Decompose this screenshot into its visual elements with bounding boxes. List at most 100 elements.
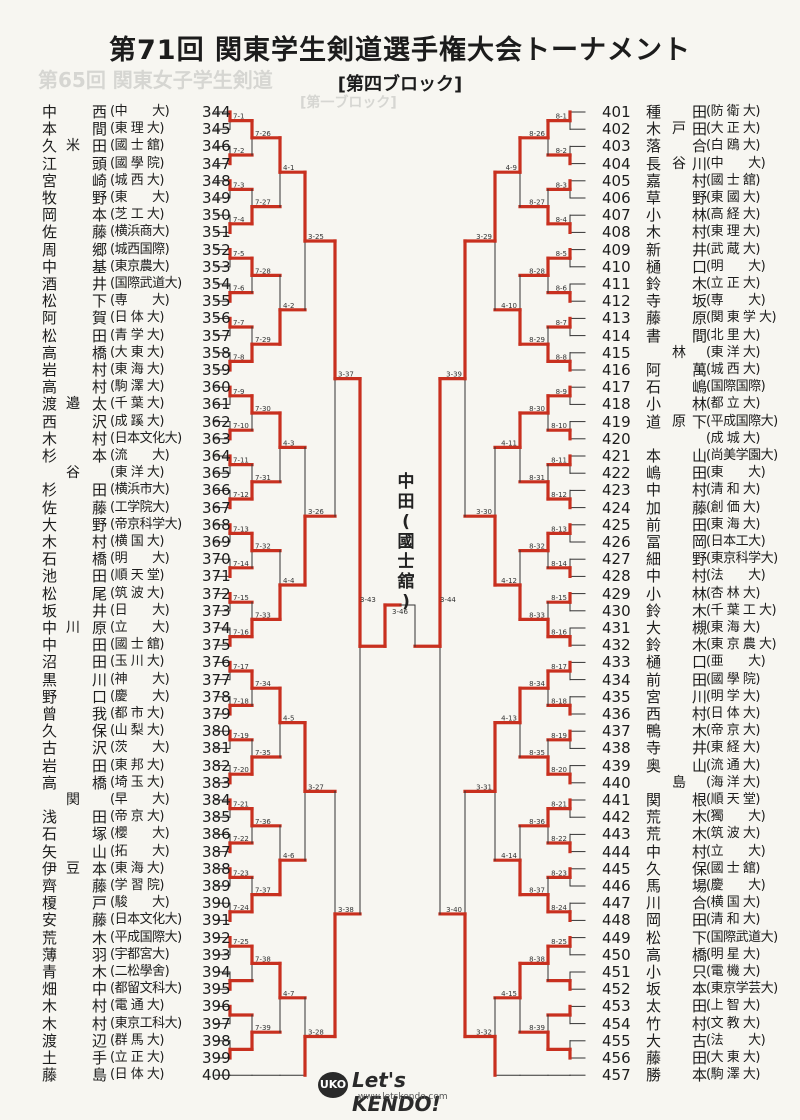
player-given: 基: [92, 257, 108, 276]
player-university: (東 経 大): [706, 740, 760, 756]
player-university: (清 和 大): [706, 482, 760, 498]
logo-badge: UKO: [318, 1072, 348, 1098]
player-given: 村: [692, 1014, 708, 1033]
player-number: 429: [602, 584, 631, 603]
player-surname: 佐: [42, 498, 58, 517]
left-player-row: 高橋(埼 玉 大)383: [42, 773, 272, 793]
match-label: 8-35: [529, 749, 545, 757]
player-surname: 冨: [646, 533, 662, 551]
player-university: (創 価 大): [706, 499, 760, 515]
player-surname: 鈴: [646, 601, 662, 620]
player-university: (早 大): [110, 792, 170, 807]
player-surname: 藤: [646, 1049, 662, 1067]
player-given: 林: [692, 584, 708, 603]
match-label: 8-12: [551, 491, 567, 499]
player-university: (國 士 舘): [706, 860, 760, 876]
player-university: (亜 大): [706, 654, 766, 670]
player-given: 合: [692, 894, 708, 913]
match-label: 8-20: [551, 766, 567, 774]
player-surname: 加: [646, 498, 662, 517]
player-university: (獨 大): [706, 809, 766, 825]
match-label: 7-33: [255, 611, 271, 619]
player-university: (城 西 大): [706, 362, 760, 377]
player-surname: 黒: [42, 670, 58, 689]
player-number: 455: [602, 1031, 631, 1050]
player-number: 408: [602, 223, 631, 242]
player-surname: 木: [42, 533, 58, 551]
match-label: 4-12: [501, 577, 517, 585]
player-number: 373: [202, 601, 231, 620]
player-number: 383: [202, 773, 231, 792]
player-name-mid: 川: [66, 620, 80, 636]
player-university: (茨 大): [110, 740, 170, 756]
player-given: 川: [692, 154, 708, 173]
player-university: (高 経 大): [706, 207, 760, 223]
player-given: 野: [692, 189, 708, 207]
player-given: 田: [92, 137, 108, 156]
match-label: 7-12: [233, 491, 249, 499]
player-number: 359: [202, 361, 231, 379]
player-given: 橋: [92, 773, 108, 792]
player-given: 林: [692, 206, 708, 225]
match-label: 3-46: [392, 608, 408, 616]
match-label: 7-7: [233, 319, 244, 327]
player-given: 間: [692, 326, 708, 345]
player-given: 我: [92, 705, 108, 723]
player-university: (中 大): [706, 155, 766, 171]
player-given: 萬: [692, 361, 708, 379]
left-player-row: 関(早 大)384: [42, 790, 272, 810]
left-player-row: 薄羽(宇都宮大)393: [42, 945, 272, 965]
player-given: 田: [692, 1049, 708, 1067]
player-surname: 木: [646, 120, 662, 139]
player-number: 384: [202, 791, 231, 809]
player-number: 404: [602, 154, 631, 173]
match-label: 7-11: [233, 457, 249, 465]
player-given: 田: [692, 670, 708, 689]
match-label: 8-33: [529, 611, 545, 619]
left-player-row: 榎戸(駿 大)390: [42, 893, 272, 913]
player-number: 355: [202, 292, 231, 311]
player-surname: 書: [646, 326, 662, 345]
player-number: 352: [202, 240, 231, 259]
player-university: (城 西 大): [110, 172, 164, 188]
champion-char: 中: [397, 472, 415, 492]
player-surname: 太: [646, 997, 662, 1016]
player-number: 374: [202, 619, 231, 637]
player-university: (横浜商大): [110, 224, 170, 240]
player-number: 361: [202, 395, 231, 414]
player-university: (東 洋 大): [706, 344, 760, 360]
player-number: 370: [202, 550, 231, 569]
player-university: (立 正 大): [706, 276, 760, 291]
match-label: 7-18: [233, 697, 249, 705]
match-label: 4-5: [283, 715, 294, 723]
match-label: 3-26: [308, 508, 324, 516]
player-university: (国際国際): [706, 379, 766, 395]
player-surname: 岩: [42, 361, 58, 379]
left-player-row: 本間(東 理 大)345: [42, 119, 272, 139]
player-university: (白 鴎 大): [706, 138, 760, 154]
match-label: 7-13: [233, 525, 249, 533]
match-label: 8-14: [551, 560, 567, 568]
player-number: 444: [602, 842, 631, 861]
left-player-row: 久米田(國 士 舘)346: [42, 136, 272, 156]
player-university: (海 洋 大): [706, 774, 760, 790]
player-university: (文 教 大): [706, 1015, 760, 1031]
player-given: 下: [692, 928, 708, 947]
player-university: (筑 波 大): [706, 826, 760, 842]
player-number: 390: [202, 894, 231, 913]
match-label: 8-38: [529, 955, 545, 963]
player-surname: 岡: [646, 911, 662, 930]
left-player-row: 渡邉太(千 葉 大)361: [42, 394, 272, 414]
match-label: 8-23: [551, 869, 567, 877]
player-given: 保: [92, 722, 108, 741]
match-label: 7-23: [233, 869, 249, 877]
player-number: 372: [202, 584, 231, 603]
player-name-mid: 邉: [66, 396, 80, 413]
player-number: 448: [602, 911, 631, 930]
player-given: 根: [692, 791, 708, 809]
